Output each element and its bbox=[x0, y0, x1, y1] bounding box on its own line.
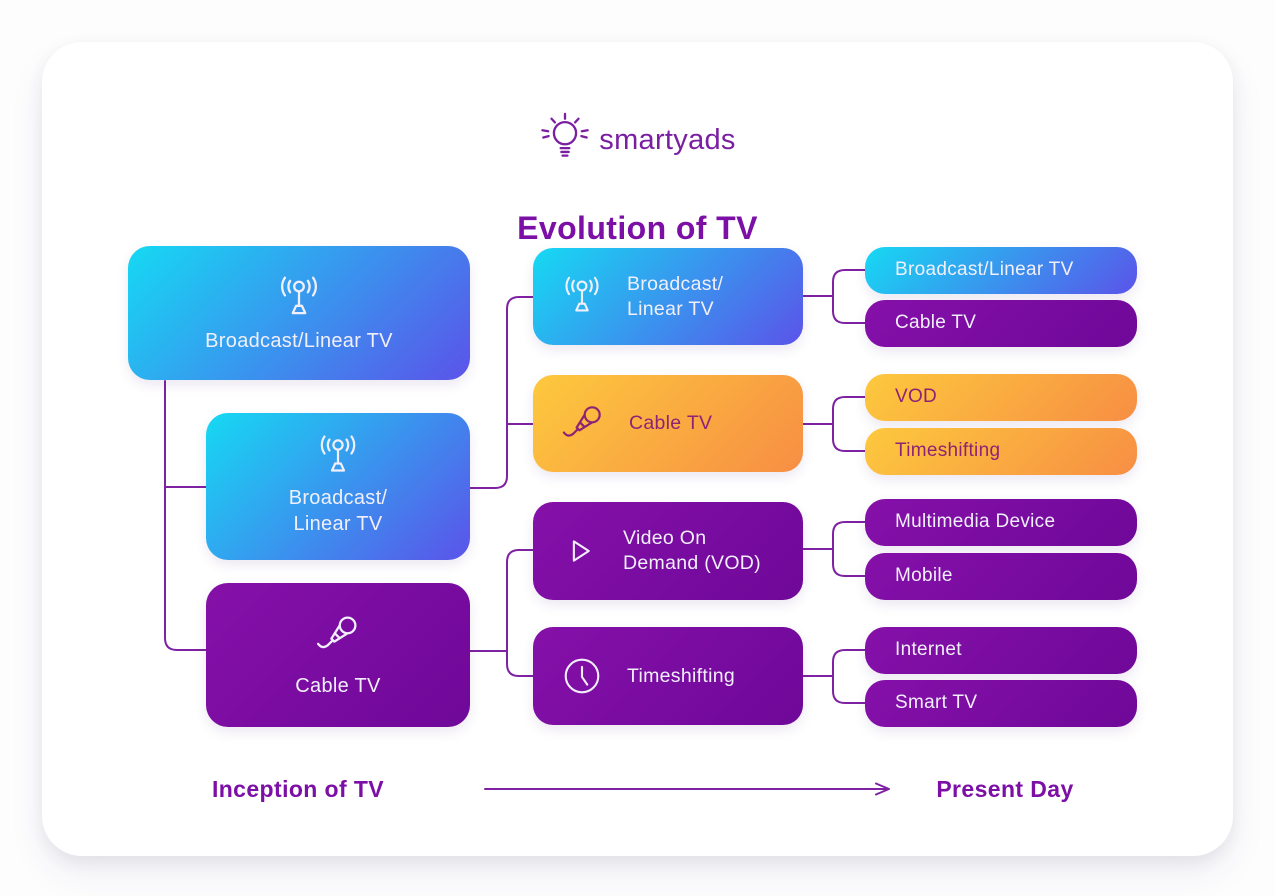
node-smart-tv: Smart TV bbox=[865, 680, 1137, 727]
node-label: Mobile bbox=[895, 565, 953, 587]
node-cable-tv-gen4: Cable TV bbox=[865, 300, 1137, 347]
node-mobile: Mobile bbox=[865, 553, 1137, 600]
broadcast-antenna-icon bbox=[320, 435, 356, 473]
timeline-end-label: Present Day bbox=[936, 776, 1074, 802]
node-internet: Internet bbox=[865, 627, 1137, 674]
node-broadcast-linear-tv-gen4: Broadcast/Linear TV bbox=[865, 247, 1137, 294]
node-label: Broadcast/Linear TV bbox=[205, 329, 393, 352]
node-broadcast-linear-tv-gen1: Broadcast/Linear TV bbox=[128, 246, 470, 380]
broadcast-antenna-icon bbox=[281, 276, 317, 314]
brand-name: smartyads bbox=[599, 123, 736, 156]
node-broadcast-linear-tv-gen3: Broadcast/ Linear TV bbox=[533, 248, 803, 345]
microphone-icon bbox=[562, 405, 601, 437]
node-label: VOD bbox=[895, 386, 938, 408]
node-label: Multimedia Device bbox=[895, 511, 1056, 533]
node-label: Video On Demand (VOD) bbox=[623, 527, 761, 574]
clock-icon bbox=[564, 658, 600, 694]
node-label: Timeshifting bbox=[895, 440, 1001, 462]
node-cable-tv-gen3: Cable TV bbox=[533, 375, 803, 472]
broadcast-antenna-icon bbox=[565, 276, 599, 312]
node-label: Cable TV bbox=[629, 412, 713, 435]
node-label: Smart TV bbox=[895, 692, 978, 714]
lightbulb-icon bbox=[541, 112, 590, 157]
node-label: Timeshifting bbox=[627, 664, 735, 687]
node-label: Broadcast/Linear TV bbox=[895, 259, 1074, 281]
node-label: Internet bbox=[895, 639, 962, 661]
node-timeshifting-gen4: Timeshifting bbox=[865, 428, 1137, 475]
node-label: Broadcast/ Linear TV bbox=[627, 272, 724, 320]
node-label: Cable TV bbox=[895, 312, 977, 334]
page-title: Evolution of TV bbox=[517, 210, 758, 246]
node-timeshifting-gen3: Timeshifting bbox=[533, 627, 803, 725]
node-label: Broadcast/ Linear TV bbox=[288, 487, 388, 535]
node-label: Cable TV bbox=[295, 675, 381, 698]
node-broadcast-linear-tv-gen2: Broadcast/ Linear TV bbox=[206, 413, 470, 560]
node-vod-gen3: Video On Demand (VOD) bbox=[533, 502, 803, 600]
play-icon bbox=[572, 540, 590, 562]
timeline-start-label: Inception of TV bbox=[211, 776, 385, 802]
node-vod-gen4: VOD bbox=[865, 374, 1137, 421]
node-multimedia-device: Multimedia Device bbox=[865, 499, 1137, 546]
node-cable-tv-gen2: Cable TV bbox=[206, 583, 470, 727]
microphone-icon bbox=[316, 616, 357, 649]
brand-logo: smartyads bbox=[42, 110, 1233, 166]
